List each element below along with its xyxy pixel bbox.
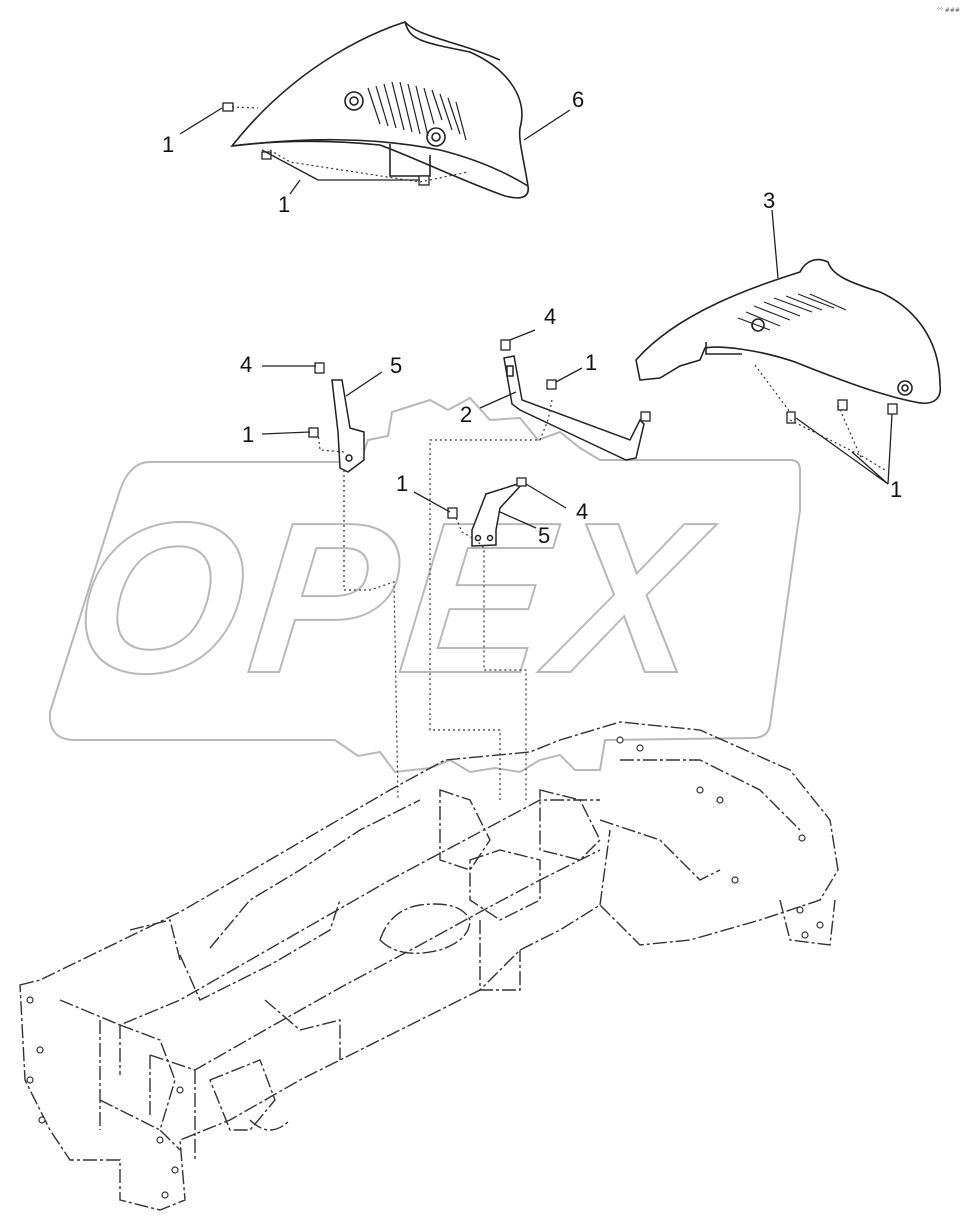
watermark [48, 396, 801, 774]
callout-2: 2 [460, 402, 472, 427]
callout-1-a: 1 [162, 132, 174, 157]
watermark-text: OPEX [65, 478, 723, 718]
leader-lines [179, 107, 893, 529]
callout-4-a: 4 [240, 352, 252, 377]
crossbar-bracket [503, 355, 645, 461]
callout-5-a: 5 [390, 353, 402, 378]
callouts: 1 1 6 3 4 5 1 4 1 2 1 4 5 1 [162, 87, 902, 548]
watermark-gear-outline [48, 396, 801, 774]
callout-3: 3 [763, 188, 775, 213]
callout-1-d: 1 [585, 350, 597, 375]
callout-4-b: 4 [544, 304, 556, 329]
callout-1-c: 1 [242, 422, 254, 447]
fasteners [222, 102, 898, 519]
assembly-lines [231, 106, 886, 801]
corner-tag: °° ### [937, 7, 960, 14]
callout-6: 6 [572, 87, 584, 112]
callout-1-e: 1 [396, 471, 408, 496]
fender-right [635, 258, 941, 404]
chassis-frame [19, 721, 839, 1211]
callout-5-b: 5 [538, 523, 550, 548]
callout-1-f: 1 [890, 477, 902, 502]
chassis-bolts [26, 736, 824, 1199]
callout-1-b: 1 [278, 192, 290, 217]
bracket-left [331, 379, 365, 473]
fender-left [230, 20, 530, 199]
callout-4-c: 4 [576, 499, 588, 524]
